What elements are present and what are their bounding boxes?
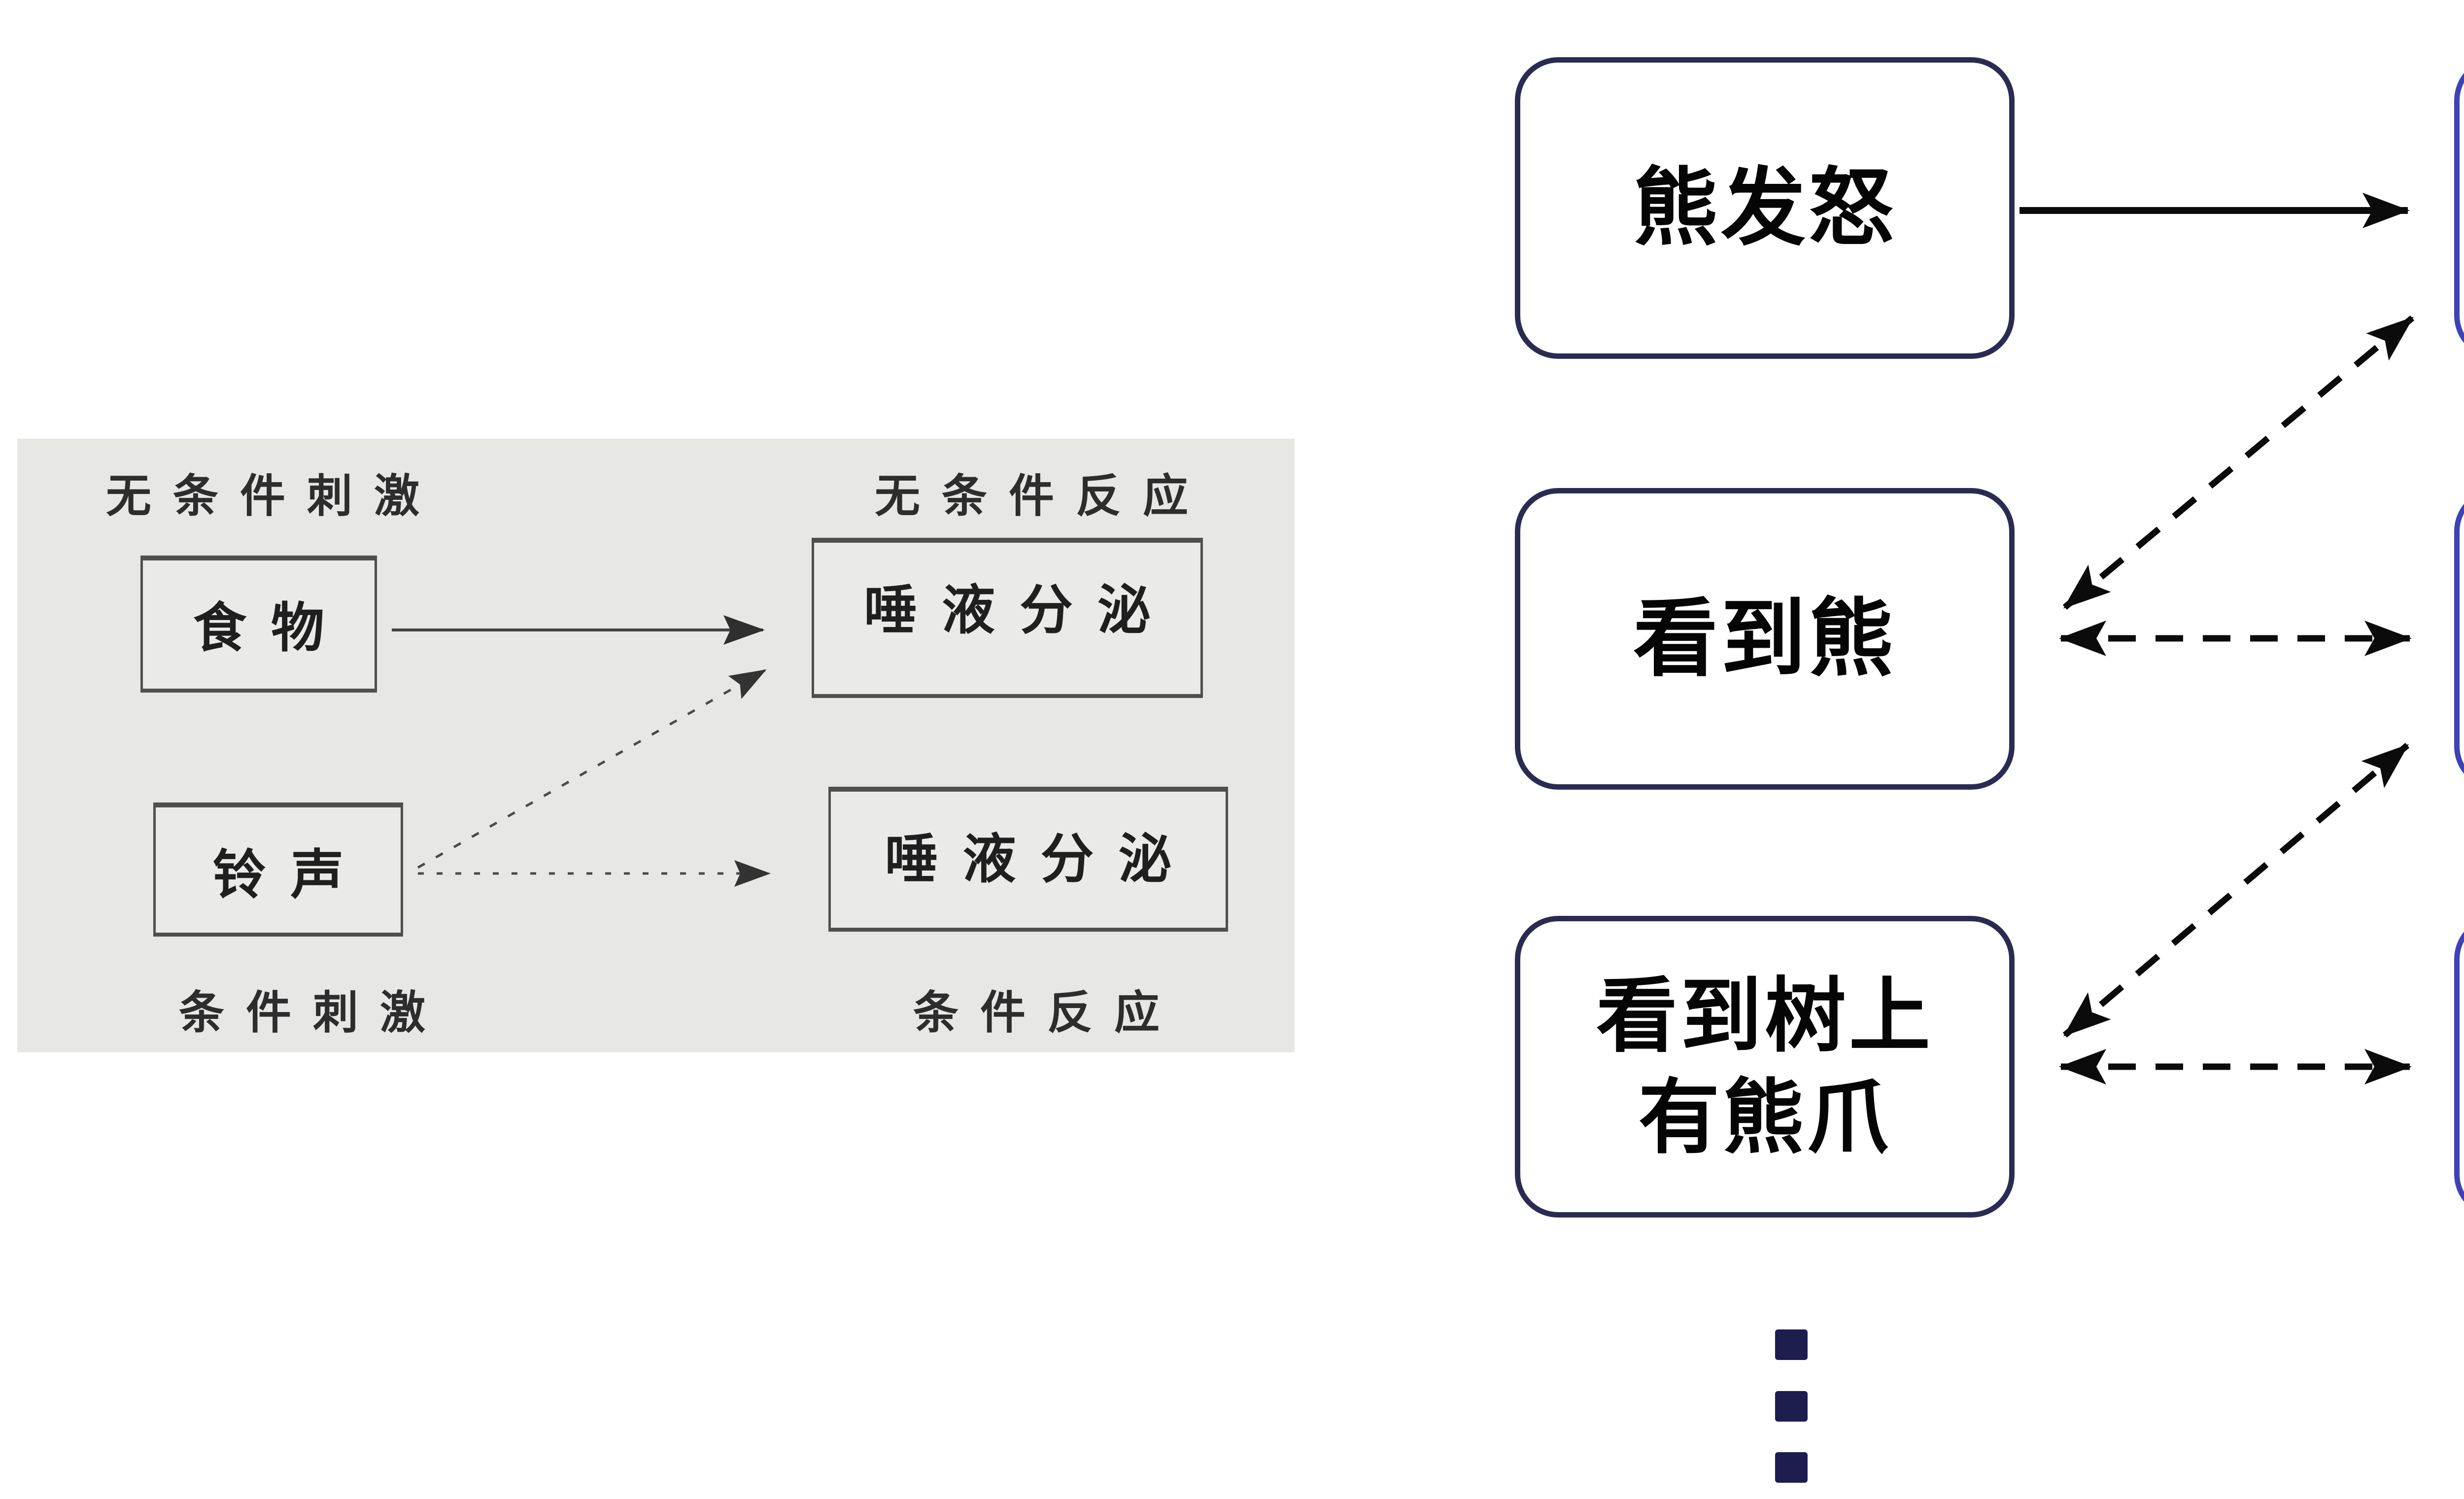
- ellipsis-left-dot-2: [1775, 1391, 1808, 1422]
- box-bell-label: 铃声: [212, 845, 369, 905]
- box-see-bear-label: 看到熊: [1633, 591, 1896, 686]
- box-salivation-bottom-label: 唾液分泌: [885, 829, 1197, 889]
- label-conditioned-response: 条件反应: [913, 988, 1181, 1038]
- box-see-claw: 看到树上 有熊爪: [1515, 916, 2015, 1218]
- box-salivation-top: 唾液分泌: [812, 538, 1203, 698]
- arrow-bell-to-unconditioned-salivation-dashed: [417, 669, 767, 869]
- box-salivation-bottom: 唾液分泌: [828, 787, 1228, 932]
- ellipsis-left-dot-3: [1775, 1452, 1808, 1483]
- box-food-label: 食物: [193, 598, 349, 658]
- conditioning-panel: 无条件刺激 无条件反应 条件刺激 条件反应 食物 唾液分泌 铃声 唾液分泌: [17, 439, 1295, 1052]
- label-conditioned-stimulus: 条件刺激: [178, 988, 447, 1038]
- arrow-see-bear-to-reward-dashed: [2062, 315, 2415, 610]
- box-see-claw-line1: 看到树上: [1596, 970, 1933, 1061]
- ellipsis-left-dot-1: [1775, 1329, 1808, 1360]
- label-unconditioned-response: 无条件反应: [874, 471, 1210, 522]
- box-bear-angry-label: 熊发怒: [1633, 160, 1896, 255]
- arrow-see-claw-to-value-next-dashed: [2062, 743, 2410, 1038]
- box-bear-angry: 熊发怒: [1515, 57, 2015, 359]
- box-salivation-top-label: 唾液分泌: [863, 580, 1175, 640]
- box-see-bear: 看到熊: [1515, 488, 2015, 790]
- box-see-claw-line2: 有熊爪: [1638, 1072, 1891, 1163]
- box-bell: 铃声: [153, 802, 403, 937]
- box-food: 食物: [140, 556, 377, 693]
- label-unconditioned-stimulus: 无条件刺激: [105, 471, 441, 522]
